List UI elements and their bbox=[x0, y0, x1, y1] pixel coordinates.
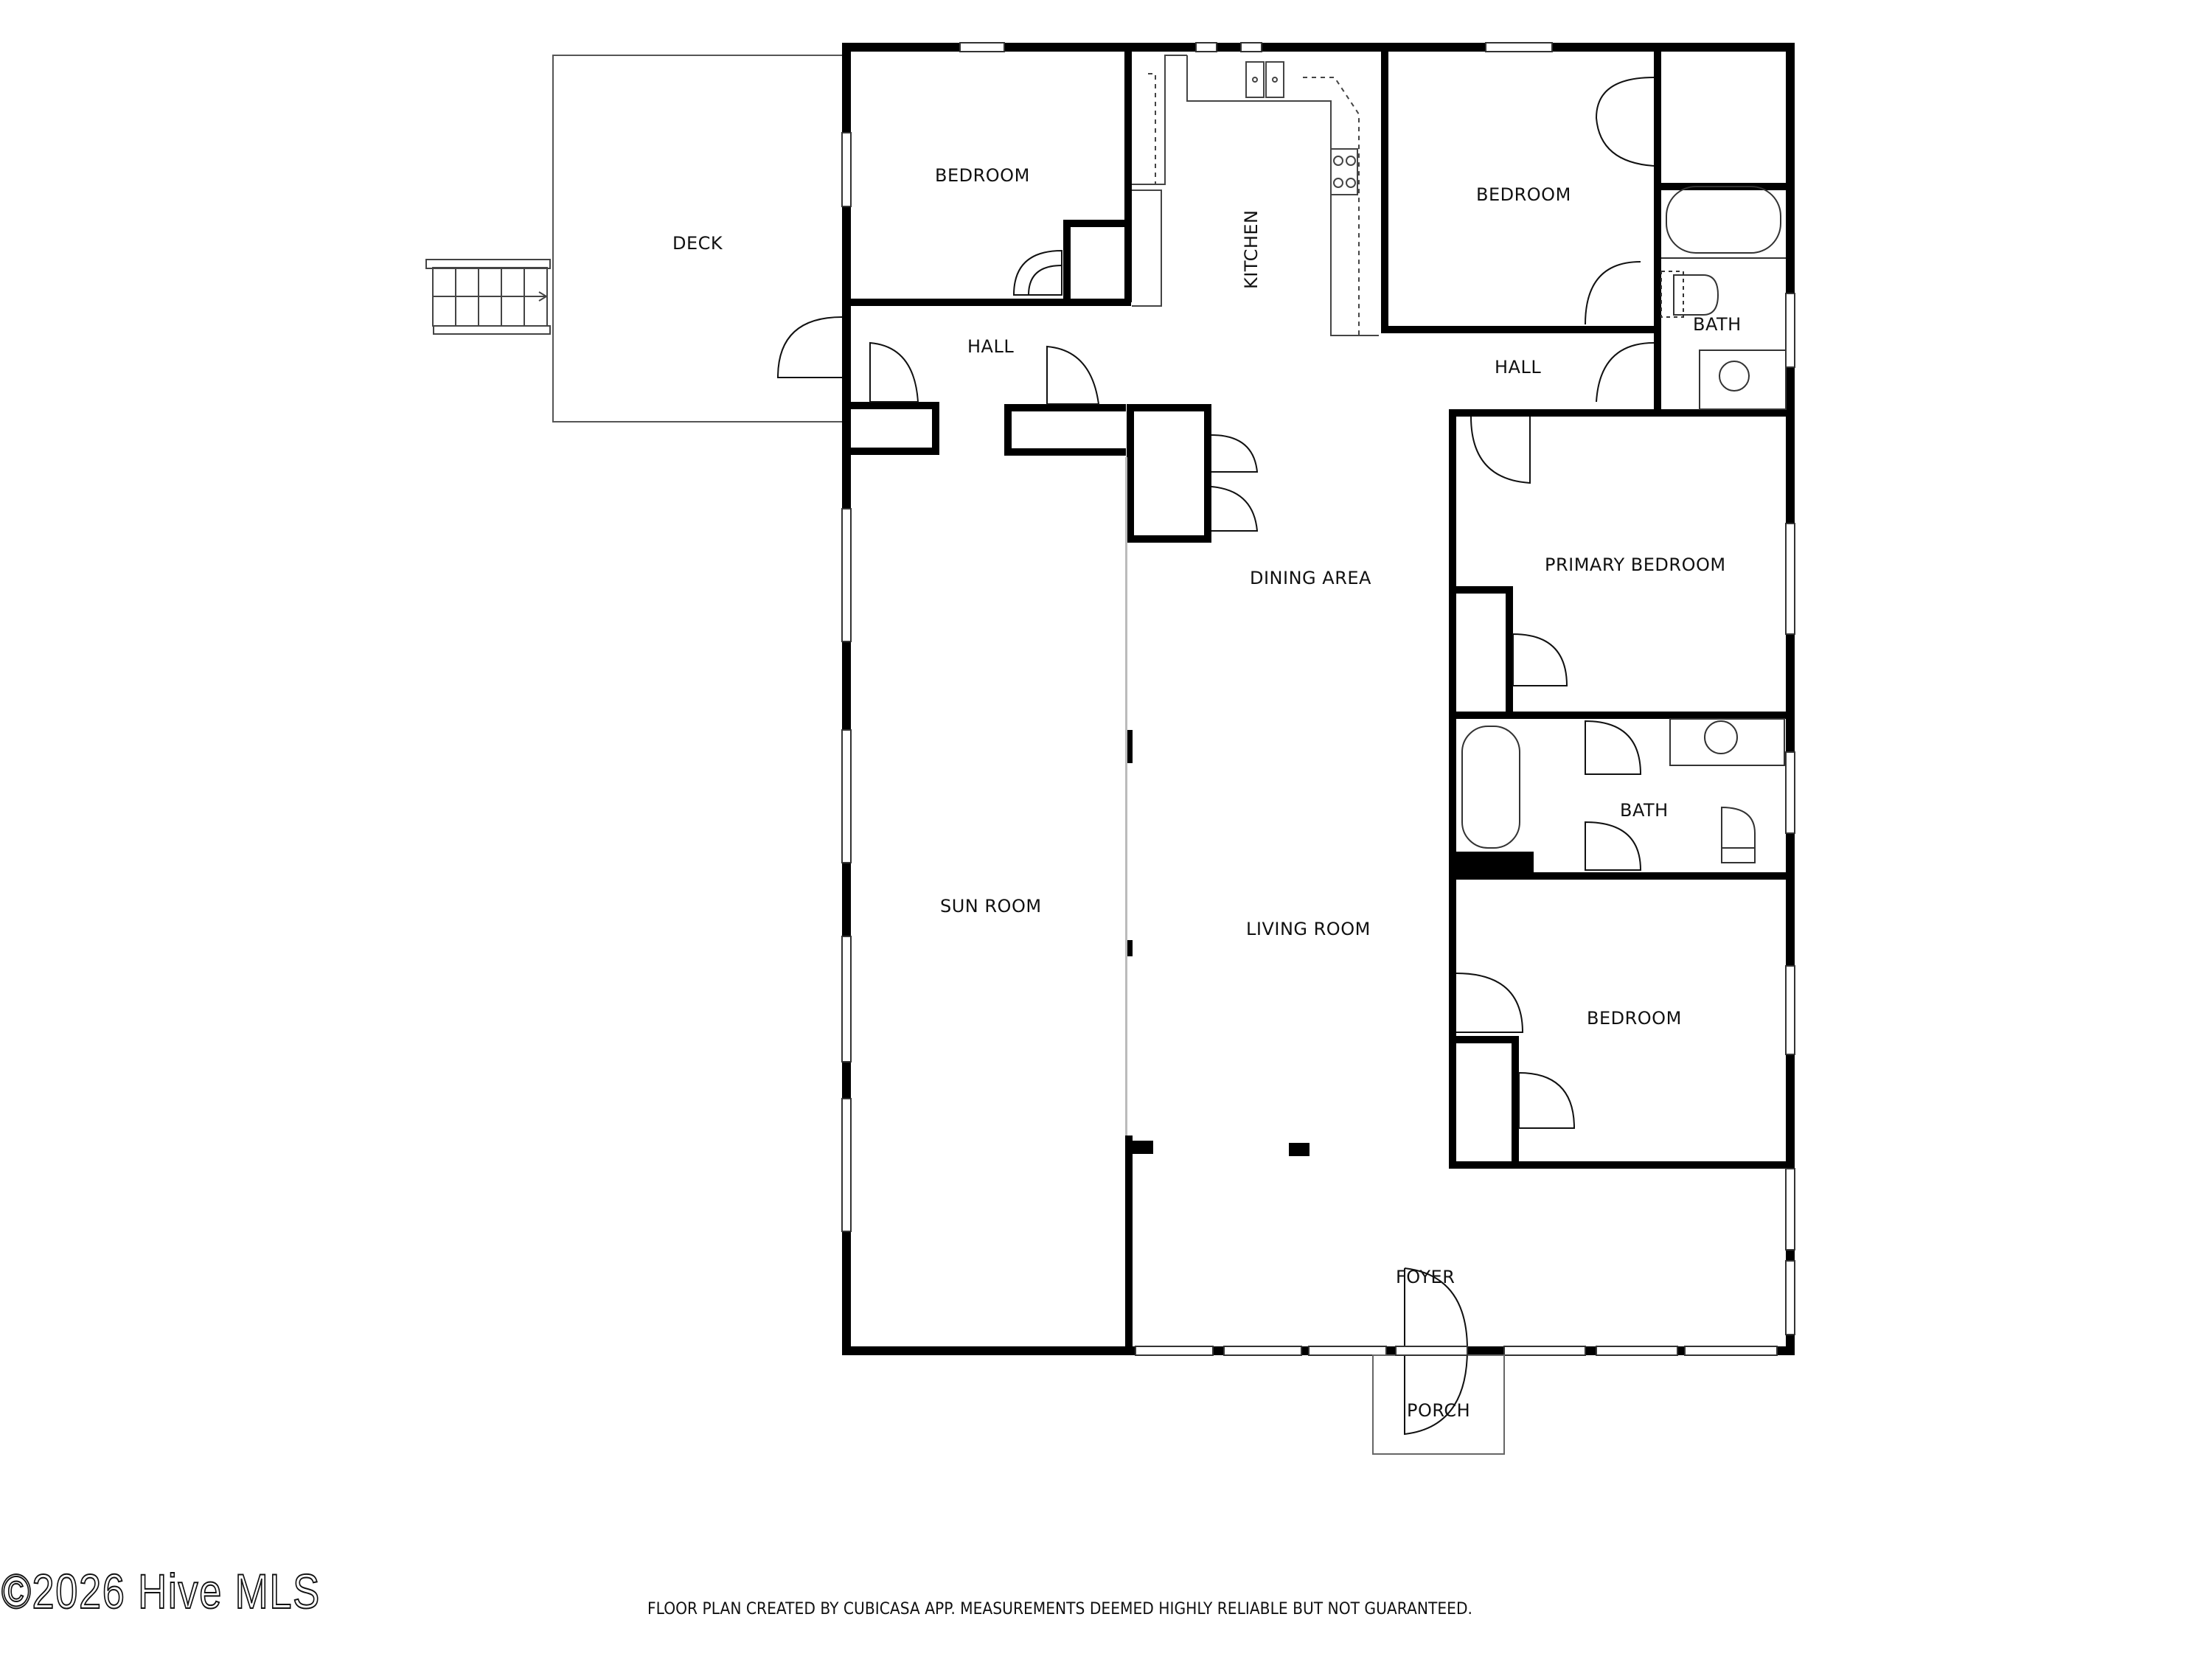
room-label-porch: PORCH bbox=[1407, 1400, 1470, 1421]
exterior-walls bbox=[842, 43, 1795, 1355]
disclaimer-text: FLOOR PLAN CREATED BY CUBICASA APP. MEAS… bbox=[647, 1600, 1472, 1618]
entry-door-opening bbox=[1395, 1346, 1468, 1356]
watermark: ©2026 Hive MLS bbox=[1, 1563, 321, 1619]
sink-icon bbox=[1245, 61, 1284, 98]
room-label-bedroom-nw: BEDROOM bbox=[935, 165, 1030, 186]
room-label-deck: DECK bbox=[672, 233, 723, 254]
room-label-bedroom-ne: BEDROOM bbox=[1476, 184, 1571, 205]
room-label-hall-west: HALL bbox=[967, 336, 1014, 357]
room-label-sun-room: SUN ROOM bbox=[940, 896, 1042, 917]
room-label-hall-east: HALL bbox=[1495, 357, 1541, 378]
room-label-bedroom-se: BEDROOM bbox=[1587, 1008, 1682, 1029]
doors bbox=[776, 77, 1655, 1436]
room-label-foyer: FOYER bbox=[1396, 1267, 1455, 1287]
stove-icon bbox=[1330, 148, 1358, 195]
room-label-primary-bedroom: PRIMARY BEDROOM bbox=[1545, 554, 1726, 575]
room-label-kitchen: KITCHEN bbox=[1241, 210, 1262, 290]
interior-walls bbox=[851, 52, 1788, 1349]
windows bbox=[841, 42, 1795, 1356]
kitchen-counters bbox=[1132, 55, 1379, 336]
room-label-bath-middle: BATH bbox=[1620, 800, 1669, 821]
room-label-dining-area: DINING AREA bbox=[1250, 568, 1371, 588]
room-label-living-room: LIVING ROOM bbox=[1246, 919, 1371, 939]
room-label-bath-ne: BATH bbox=[1693, 314, 1742, 335]
bath-middle-fixtures bbox=[1461, 718, 1785, 863]
bath-ne-fixtures bbox=[1660, 186, 1787, 410]
deck-outline bbox=[552, 55, 844, 422]
stairs-icon bbox=[425, 259, 551, 335]
